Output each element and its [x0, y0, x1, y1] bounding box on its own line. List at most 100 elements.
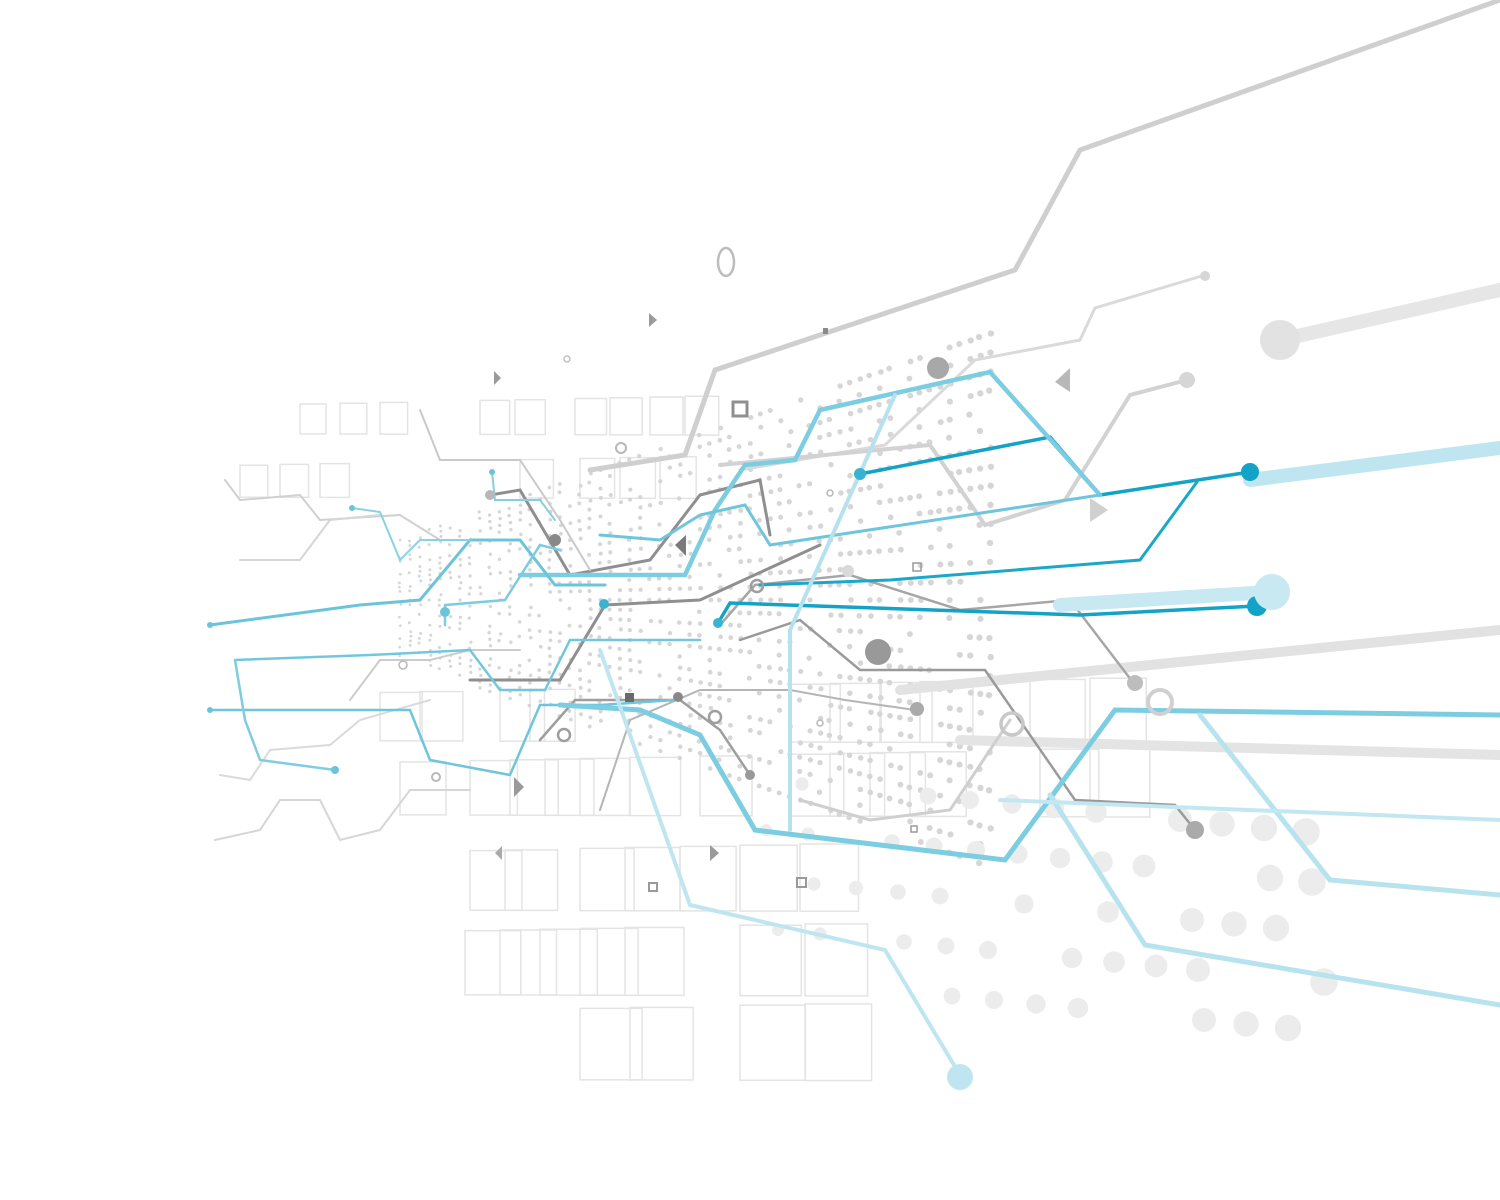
- matrix-dot: [768, 597, 774, 603]
- matrix-dot: [986, 387, 993, 394]
- matrix-dot: [418, 565, 422, 568]
- matrix-dot: [437, 598, 441, 602]
- matrix-dot: [758, 424, 764, 430]
- matrix-dot: [937, 792, 944, 799]
- grid-square: [624, 926, 685, 997]
- matrix-dot: [917, 355, 923, 361]
- bokeh-dot: [979, 941, 997, 959]
- matrix-dot: [697, 526, 703, 532]
- bokeh-dot: [1192, 1008, 1216, 1032]
- matrix-dot: [856, 739, 863, 745]
- ring-9: [816, 719, 824, 727]
- matrix-dot: [747, 441, 753, 447]
- matrix-dot: [568, 717, 573, 722]
- matrix-dot: [637, 525, 643, 531]
- matrix-dot: [638, 669, 643, 675]
- matrix-dot: [618, 676, 623, 681]
- matrix-dot: [507, 506, 511, 511]
- matrix-dot: [816, 538, 822, 544]
- node-gray-big-3: [865, 639, 891, 665]
- matrix-dot: [398, 637, 402, 640]
- matrix-dot: [718, 634, 724, 640]
- matrix-dot: [578, 668, 582, 673]
- matrix-dot: [578, 677, 583, 682]
- matrix-dot: [667, 630, 673, 636]
- matrix-dot: [517, 620, 522, 624]
- matrix-dot: [907, 580, 914, 586]
- matrix-dot: [478, 516, 482, 520]
- matrix-dot: [946, 705, 953, 712]
- matrix-dot: [746, 610, 752, 616]
- trace-blue-light-diag: [788, 393, 897, 832]
- matrix-dot: [807, 757, 813, 763]
- matrix-dot: [847, 721, 853, 728]
- matrix-dot: [856, 613, 863, 619]
- matrix-dot: [667, 465, 673, 470]
- matrix-dot: [638, 587, 643, 592]
- matrix-dot: [758, 557, 764, 563]
- matrix-dot: [558, 631, 562, 636]
- matrix-dot: [617, 646, 622, 651]
- matrix-dot: [697, 644, 703, 650]
- matrix-dot: [808, 742, 814, 748]
- matrix-dot: [967, 652, 974, 659]
- square-node-6: [823, 328, 828, 334]
- matrix-dot: [617, 656, 622, 661]
- trace-wide-light: [1273, 283, 1500, 347]
- matrix-dot: [888, 762, 894, 769]
- matrix-dot: [707, 561, 712, 567]
- matrix-dot: [497, 530, 501, 534]
- matrix-dot: [937, 561, 944, 568]
- circuit-nodes: [207, 246, 1300, 1090]
- matrix-dot: [397, 585, 401, 589]
- matrix-dot: [588, 471, 593, 476]
- matrix-dot: [647, 503, 653, 508]
- matrix-dot: [797, 740, 804, 746]
- matrix-dot: [726, 434, 732, 440]
- matrix-dot: [907, 494, 913, 501]
- matrix-dot: [966, 745, 974, 752]
- matrix-dot: [977, 596, 984, 604]
- matrix-dot: [448, 554, 452, 558]
- matrix-dot: [967, 763, 974, 770]
- matrix-dot: [738, 559, 744, 565]
- matrix-dot: [937, 757, 944, 764]
- matrix-dot: [728, 622, 733, 628]
- matrix-dot: [647, 576, 652, 582]
- grid-square: [739, 924, 803, 997]
- matrix-dot: [617, 666, 622, 671]
- matrix-dot: [527, 613, 532, 617]
- matrix-dot: [488, 657, 493, 661]
- matrix-dot: [807, 771, 813, 778]
- matrix-dot: [837, 383, 843, 389]
- matrix-dot: [946, 614, 953, 622]
- matrix-dot: [836, 765, 843, 771]
- matrix-dot: [658, 748, 663, 754]
- matrix-dot: [627, 457, 632, 462]
- square-node-2: [912, 562, 922, 572]
- trace-blue-light-big-3: [1047, 792, 1500, 1008]
- matrix-dot: [717, 683, 723, 689]
- trace-dark-6: [599, 689, 916, 811]
- matrix-dot: [697, 444, 702, 450]
- matrix-dot: [677, 733, 682, 738]
- matrix-dot: [588, 616, 593, 621]
- matrix-dot: [946, 759, 953, 766]
- matrix-dot: [509, 668, 513, 673]
- matrix-dot: [707, 681, 713, 687]
- matrix-dot: [697, 750, 703, 756]
- matrix-dot: [946, 398, 953, 405]
- matrix-dot: [658, 479, 663, 484]
- matrix-dot: [627, 557, 632, 562]
- matrix-dot: [429, 633, 433, 637]
- matrix-dot: [727, 534, 733, 540]
- matrix-dot: [417, 574, 421, 578]
- matrix-dot: [716, 757, 722, 763]
- matrix-dot: [876, 597, 883, 603]
- matrix-dot: [967, 559, 974, 567]
- matrix-dot: [508, 696, 512, 701]
- ring-8: [826, 489, 834, 497]
- matrix-dot: [518, 503, 523, 508]
- matrix-dot: [946, 542, 953, 549]
- matrix-dot: [848, 597, 854, 603]
